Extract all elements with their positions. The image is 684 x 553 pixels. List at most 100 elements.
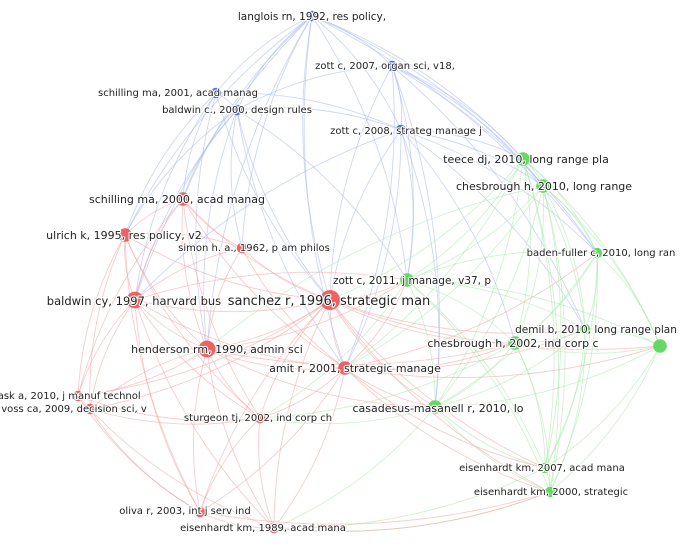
network-edge: [544, 252, 598, 469]
network-edge: [434, 252, 598, 408]
network-edge: [77, 299, 331, 397]
network-edge: [89, 299, 331, 410]
network-node-henderson[interactable]: [198, 340, 216, 358]
network-edge: [134, 92, 217, 301]
network-edge: [77, 234, 126, 397]
network-edge: [206, 348, 275, 529]
network-edge: [236, 107, 402, 131]
network-node-zott2008[interactable]: [395, 124, 407, 136]
network-node-baldwin1997[interactable]: [126, 291, 144, 309]
network-node-zott2007[interactable]: [386, 60, 398, 72]
network-node-ulrich[interactable]: [118, 228, 132, 242]
network-node-amit[interactable]: [338, 361, 352, 375]
node-label-voss: voss ca, 2009, decision sci, v: [1, 404, 147, 415]
network-edge: [77, 395, 261, 422]
network-edge: [273, 406, 436, 529]
node-label-sturgeon: sturgeon tj, 2002, ind corp ch: [184, 413, 332, 424]
network-edge: [522, 158, 586, 330]
network-node-teece[interactable]: [516, 152, 530, 166]
node-label-amit: amit r, 2001, strategic manage: [269, 362, 441, 375]
network-edge: [391, 65, 414, 281]
network-edge: [329, 299, 436, 408]
node-label-teece: teece dj, 2010, long range pla: [443, 153, 609, 166]
network-edge: [434, 406, 546, 469]
edges-layer: [77, 15, 661, 532]
network-edge: [406, 279, 586, 330]
node-label-zott2007: zott c, 2007, organ sci, v18,: [315, 61, 455, 72]
network-node-bask[interactable]: [72, 390, 84, 402]
network-node-sturgeon[interactable]: [254, 412, 266, 424]
network-edge: [542, 185, 562, 469]
network-node-chesbrough2010[interactable]: [536, 179, 550, 193]
network-edge: [400, 129, 516, 344]
network-node-unlabeled[interactable]: [653, 339, 667, 353]
network-edge: [182, 109, 238, 200]
network-node-oliva[interactable]: [194, 506, 206, 518]
network-edge: [311, 15, 402, 131]
network-edge: [203, 109, 238, 350]
network-edge: [77, 198, 184, 397]
network-node-eisenhardt2000[interactable]: [544, 486, 556, 498]
network-edge: [434, 406, 551, 493]
node-label-eisenhardt2000: eisenhardt km, 2000, strategic: [474, 487, 628, 498]
network-edge: [199, 491, 551, 525]
network-edge: [391, 65, 441, 408]
network-edge: [182, 92, 217, 200]
node-label-casadesus: casadesus-masanell r, 2010, lo: [353, 402, 524, 415]
network-edge: [134, 109, 238, 301]
network-edge: [406, 279, 546, 469]
network-edge: [406, 185, 544, 281]
network-edge: [542, 185, 566, 493]
network-node-simon[interactable]: [236, 242, 248, 254]
node-label-demil: demil b, 2010, long range plan: [515, 324, 677, 336]
network-node-badenfuller[interactable]: [591, 247, 603, 259]
network-node-zott2011[interactable]: [400, 273, 414, 287]
network-edge: [391, 65, 598, 254]
network-edge: [514, 185, 545, 344]
network-edge: [134, 129, 402, 301]
network-edge: [199, 299, 331, 513]
network-node-casadesus[interactable]: [428, 400, 442, 414]
network-edge: [236, 109, 331, 301]
network-node-schilling2001[interactable]: [210, 87, 222, 99]
network-edge: [344, 158, 524, 369]
network-node-sanchez[interactable]: [320, 290, 340, 310]
network-edge: [199, 367, 346, 513]
network-edge: [77, 299, 136, 397]
network-node-eisenhardt1989[interactable]: [268, 522, 280, 534]
network-edge: [329, 65, 393, 301]
network-edge: [259, 279, 408, 419]
network-edge: [89, 348, 208, 410]
node-label-schilling2000: schilling ma, 2000, acad manag: [89, 193, 265, 206]
network-edge: [406, 279, 516, 344]
network-node-chesbrough2002[interactable]: [508, 336, 522, 350]
network-edge: [329, 299, 546, 469]
network-edge: [329, 299, 661, 350]
network-node-baldwin2000[interactable]: [231, 104, 243, 116]
network-edge: [206, 279, 408, 350]
network-edge: [400, 129, 524, 160]
network-edge: [124, 109, 238, 236]
network-edge: [236, 109, 346, 369]
network-node-eisenhardt2007[interactable]: [539, 462, 551, 474]
node-label-simon: simon h. a., 1962, p am philos: [178, 243, 330, 254]
node-label-baldwin1997: baldwin cy, 1997, harvard bus: [47, 294, 221, 308]
network-edge: [400, 129, 440, 408]
network-edge: [199, 511, 275, 529]
network-edge: [134, 198, 184, 301]
network-edge: [311, 15, 408, 281]
network-node-schilling2000[interactable]: [176, 192, 190, 206]
network-node-demil[interactable]: [579, 323, 591, 335]
network-edge: [215, 15, 313, 94]
network-edge: [259, 367, 346, 419]
network-edge: [434, 345, 661, 408]
node-label-eisenhardt1989: eisenhardt km, 1989, acad mana: [180, 523, 346, 534]
network-node-voss[interactable]: [84, 403, 96, 415]
network-node-langlois[interactable]: [306, 10, 318, 22]
network-edge: [89, 234, 126, 410]
network-edge: [544, 345, 661, 469]
network-edge: [434, 328, 586, 408]
network-edge: [124, 234, 136, 301]
